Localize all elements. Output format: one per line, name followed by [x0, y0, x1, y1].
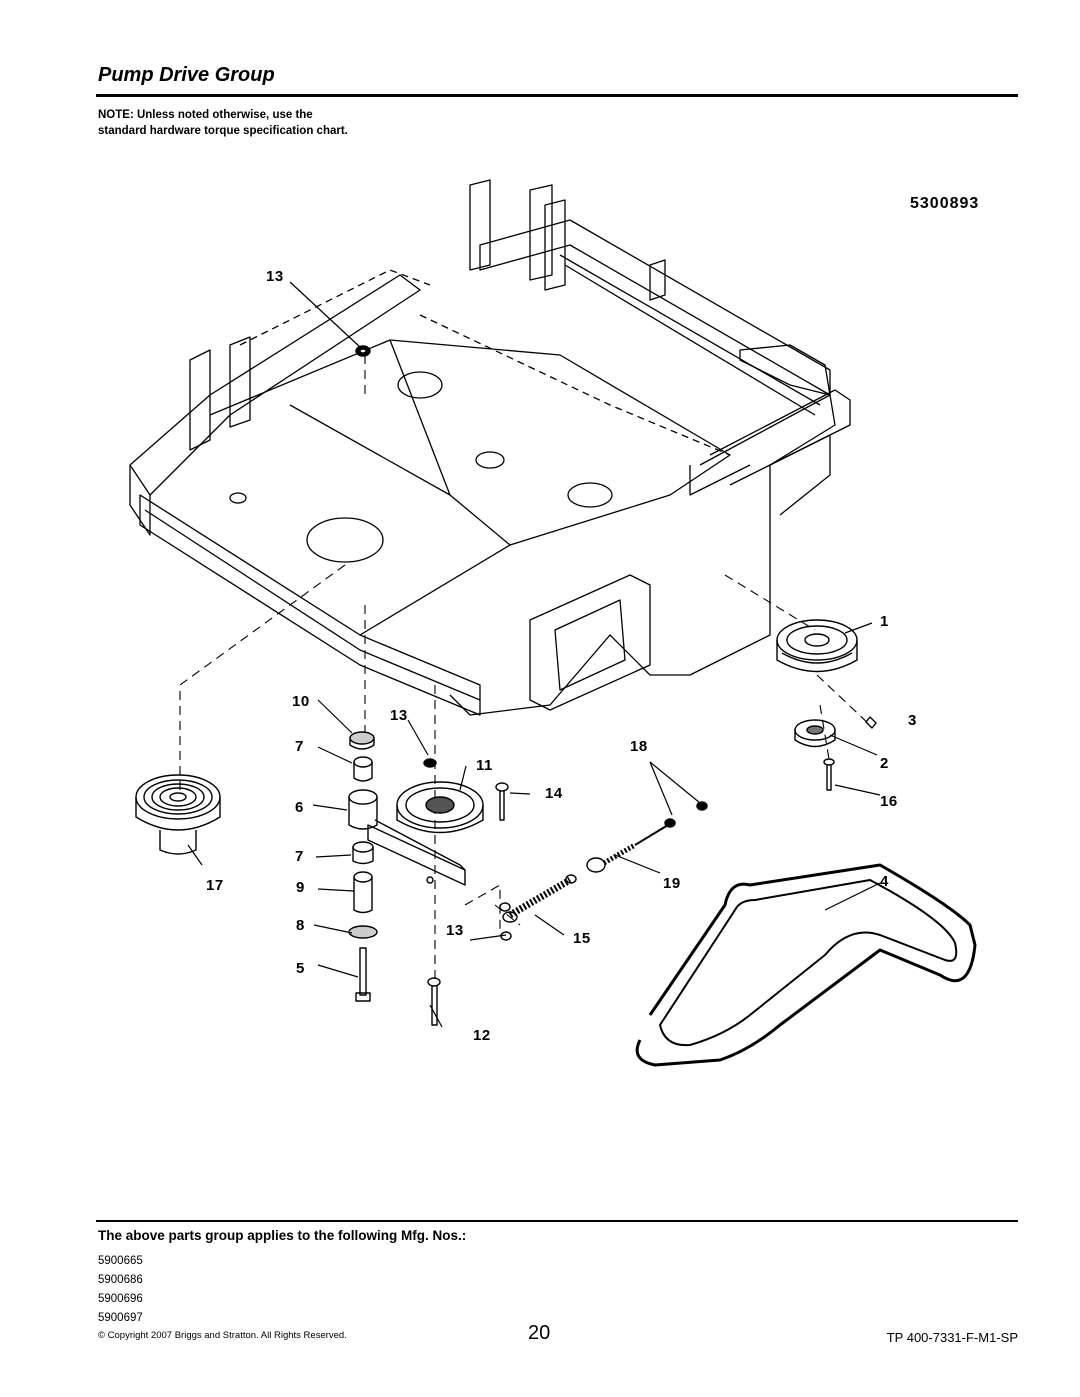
callout-3: 3	[908, 712, 917, 729]
mfg-number: 5900686	[98, 1274, 143, 1286]
copyright-notice: © Copyright 2007 Briggs and Stratton. Al…	[98, 1330, 347, 1341]
page-number: 20	[528, 1322, 551, 1344]
chassis-frame	[129, 179, 851, 716]
bolts	[427, 758, 835, 1026]
callout-14: 14	[545, 785, 563, 802]
page-title: Pump Drive Group	[98, 64, 275, 86]
callout-11: 11	[476, 757, 493, 774]
centerlines	[179, 355, 871, 985]
callout-4: 4	[880, 873, 889, 890]
callout-17: 17	[206, 877, 224, 894]
part-11-idler-assembly	[367, 758, 484, 886]
spacer-stack	[348, 731, 378, 1002]
callout-10: 10	[292, 693, 310, 710]
callout-8: 8	[296, 917, 305, 934]
callout-18: 18	[630, 738, 648, 755]
title-rule	[96, 94, 1018, 97]
callout-13-middle: 13	[390, 707, 408, 724]
mfg-number-list: 5900665 5900686 5900696 5900697	[98, 1252, 143, 1328]
springs	[502, 824, 669, 923]
callout-15: 15	[573, 930, 591, 947]
callout-19: 19	[663, 875, 681, 892]
exploded-parts-diagram: 5300893 13 1 3 2 16 4 10 13 7 18 11 14 6…	[90, 165, 1030, 1215]
diagram-drawing	[129, 179, 977, 1067]
small-nuts	[499, 801, 708, 941]
callout-leaders	[187, 281, 881, 1028]
callout-5: 5	[296, 960, 305, 977]
drawing-number: 5300893	[910, 195, 980, 212]
callout-2: 2	[880, 755, 889, 772]
callout-7-upper: 7	[295, 738, 304, 755]
callout-1: 1	[880, 613, 889, 630]
part-4-belt	[635, 863, 977, 1067]
callout-12: 12	[473, 1027, 491, 1044]
part-2-hub	[794, 716, 877, 748]
callout-9: 9	[296, 879, 305, 896]
part-13-upper-nut	[355, 345, 371, 357]
mfg-number: 5900697	[98, 1312, 143, 1324]
applies-heading: The above parts group applies to the fol…	[98, 1228, 467, 1243]
callout-13-lower: 13	[446, 922, 464, 939]
mfg-number: 5900696	[98, 1293, 143, 1305]
torque-note: NOTE: Unless noted otherwise, use the st…	[98, 109, 348, 137]
mfg-number: 5900665	[98, 1255, 143, 1267]
part-17-pulley	[135, 774, 221, 855]
applies-rule	[96, 1220, 1018, 1222]
document-code: TP 400-7331-F-M1-SP	[886, 1330, 1018, 1345]
part-1-pump-pulley	[776, 619, 858, 673]
callout-13-upper: 13	[266, 268, 284, 285]
callout-6: 6	[295, 799, 304, 816]
callout-16: 16	[880, 793, 898, 810]
callout-7-lower: 7	[295, 848, 304, 865]
